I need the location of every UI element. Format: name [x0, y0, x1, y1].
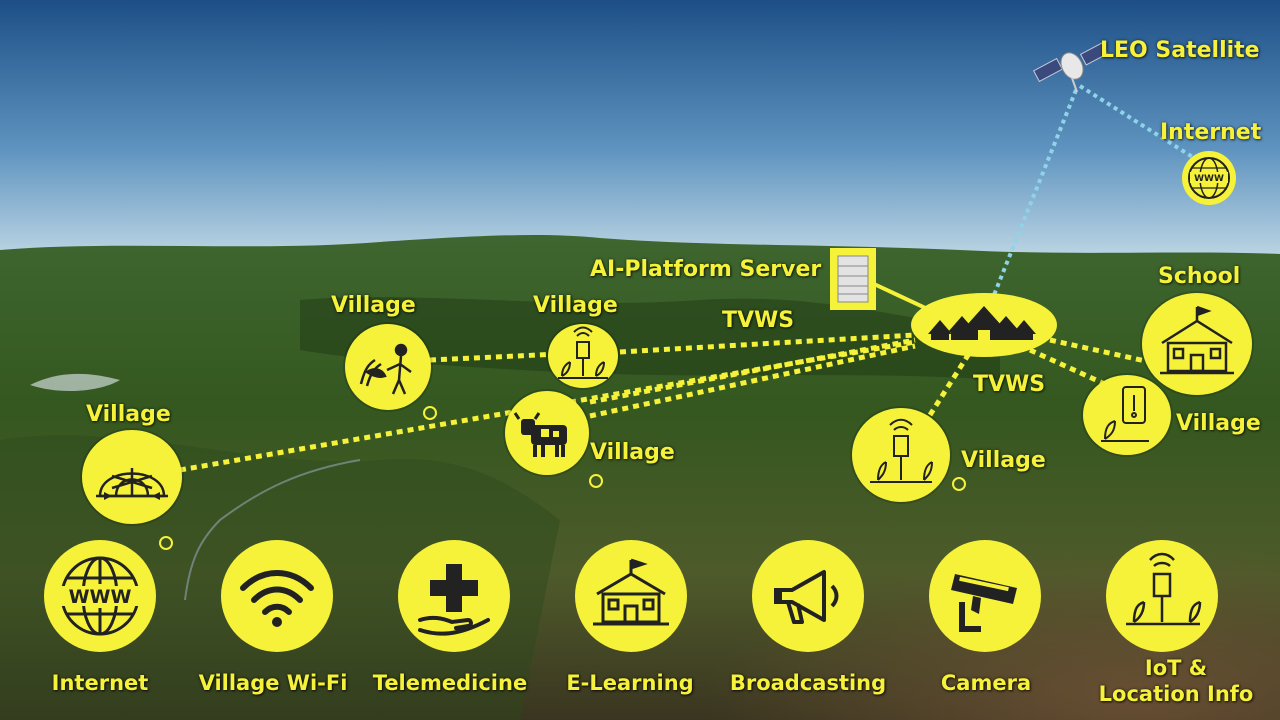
location-marker [423, 406, 437, 420]
tvws-link-v5 [927, 350, 973, 417]
cctv-camera-icon [951, 574, 1017, 632]
ai-platform-server-label: AI-Platform Server [590, 257, 822, 282]
sky [0, 0, 1280, 270]
service-telemedicine-label: Telemedicine [372, 671, 528, 695]
service-broadcasting-label: Broadcasting [729, 671, 887, 695]
iot-sensor-icon [870, 418, 933, 483]
cow-icon [513, 412, 567, 457]
village-label: Village [86, 402, 171, 427]
satellite-link-internet [1078, 84, 1212, 170]
tvws-link-v4b [589, 343, 916, 419]
svg-text:WWW: WWW [69, 586, 132, 608]
village-label: Village [533, 293, 618, 318]
tvws-label-top: TVWS [722, 308, 795, 333]
village-label: Village [590, 440, 675, 465]
server-icon [830, 248, 876, 310]
service-internet: WWW [44, 540, 156, 652]
river [184, 459, 361, 601]
megaphone-icon [774, 570, 839, 624]
internet-label: Internet [1160, 120, 1262, 145]
service-broadcasting [752, 540, 864, 652]
greenhouse-icon [96, 468, 168, 500]
iot-sensor-icon [1126, 552, 1202, 626]
svg-text:WWW: WWW [1194, 174, 1224, 184]
location-marker [952, 477, 966, 491]
service-camera [929, 540, 1041, 652]
hub-village-icon [911, 293, 1057, 357]
village-node-phone [1083, 375, 1171, 455]
service-internet-label: Internet [51, 671, 149, 695]
tvws-label-right: TVWS [973, 372, 1046, 397]
village-node-farming [345, 324, 431, 410]
wifi-icon [240, 570, 314, 627]
smart-farm-icon [1101, 386, 1149, 442]
medical-cross-hand-icon [418, 564, 490, 636]
village-node-iot [548, 324, 618, 388]
service-iot [1106, 540, 1218, 652]
service-telemedicine [398, 540, 510, 652]
internet-globe-icon: WWW [1182, 151, 1236, 205]
village-label: Village [961, 448, 1046, 473]
tvws-link-v2 [619, 332, 916, 355]
village-node-livestock [505, 391, 589, 475]
snow-patch [30, 373, 120, 392]
satellite-link-hub [990, 89, 1078, 301]
school-building-icon [593, 558, 669, 626]
service-elearning [575, 540, 687, 652]
school-node [1142, 293, 1252, 395]
service-elearning-label: E-Learning [566, 671, 694, 695]
tvws-link-v3 [179, 339, 916, 473]
service-wifi [221, 540, 333, 652]
mountain-ridge [560, 470, 1280, 720]
satellite-icon [1033, 42, 1109, 93]
school-label: School [1158, 264, 1241, 289]
location-marker [159, 536, 173, 550]
service-camera-label: Camera [940, 671, 1032, 695]
service-wifi-label: Village Wi-Fi [198, 671, 348, 695]
village-label: Village [1176, 411, 1261, 436]
school-building-icon [1160, 305, 1234, 375]
leo-satellite-label: LEO Satellite [1100, 38, 1260, 63]
farmer-icon [359, 343, 412, 395]
village-node-greenhouse [82, 430, 182, 524]
location-marker [589, 474, 603, 488]
tvws-link-v4 [589, 337, 916, 405]
village-node-iot-east [852, 408, 950, 502]
service-iot-label: IoT & Location Info [1098, 656, 1254, 706]
iot-sensor-icon [558, 326, 608, 379]
village-label: Village [331, 293, 416, 318]
globe-www-icon: WWW [58, 556, 142, 636]
